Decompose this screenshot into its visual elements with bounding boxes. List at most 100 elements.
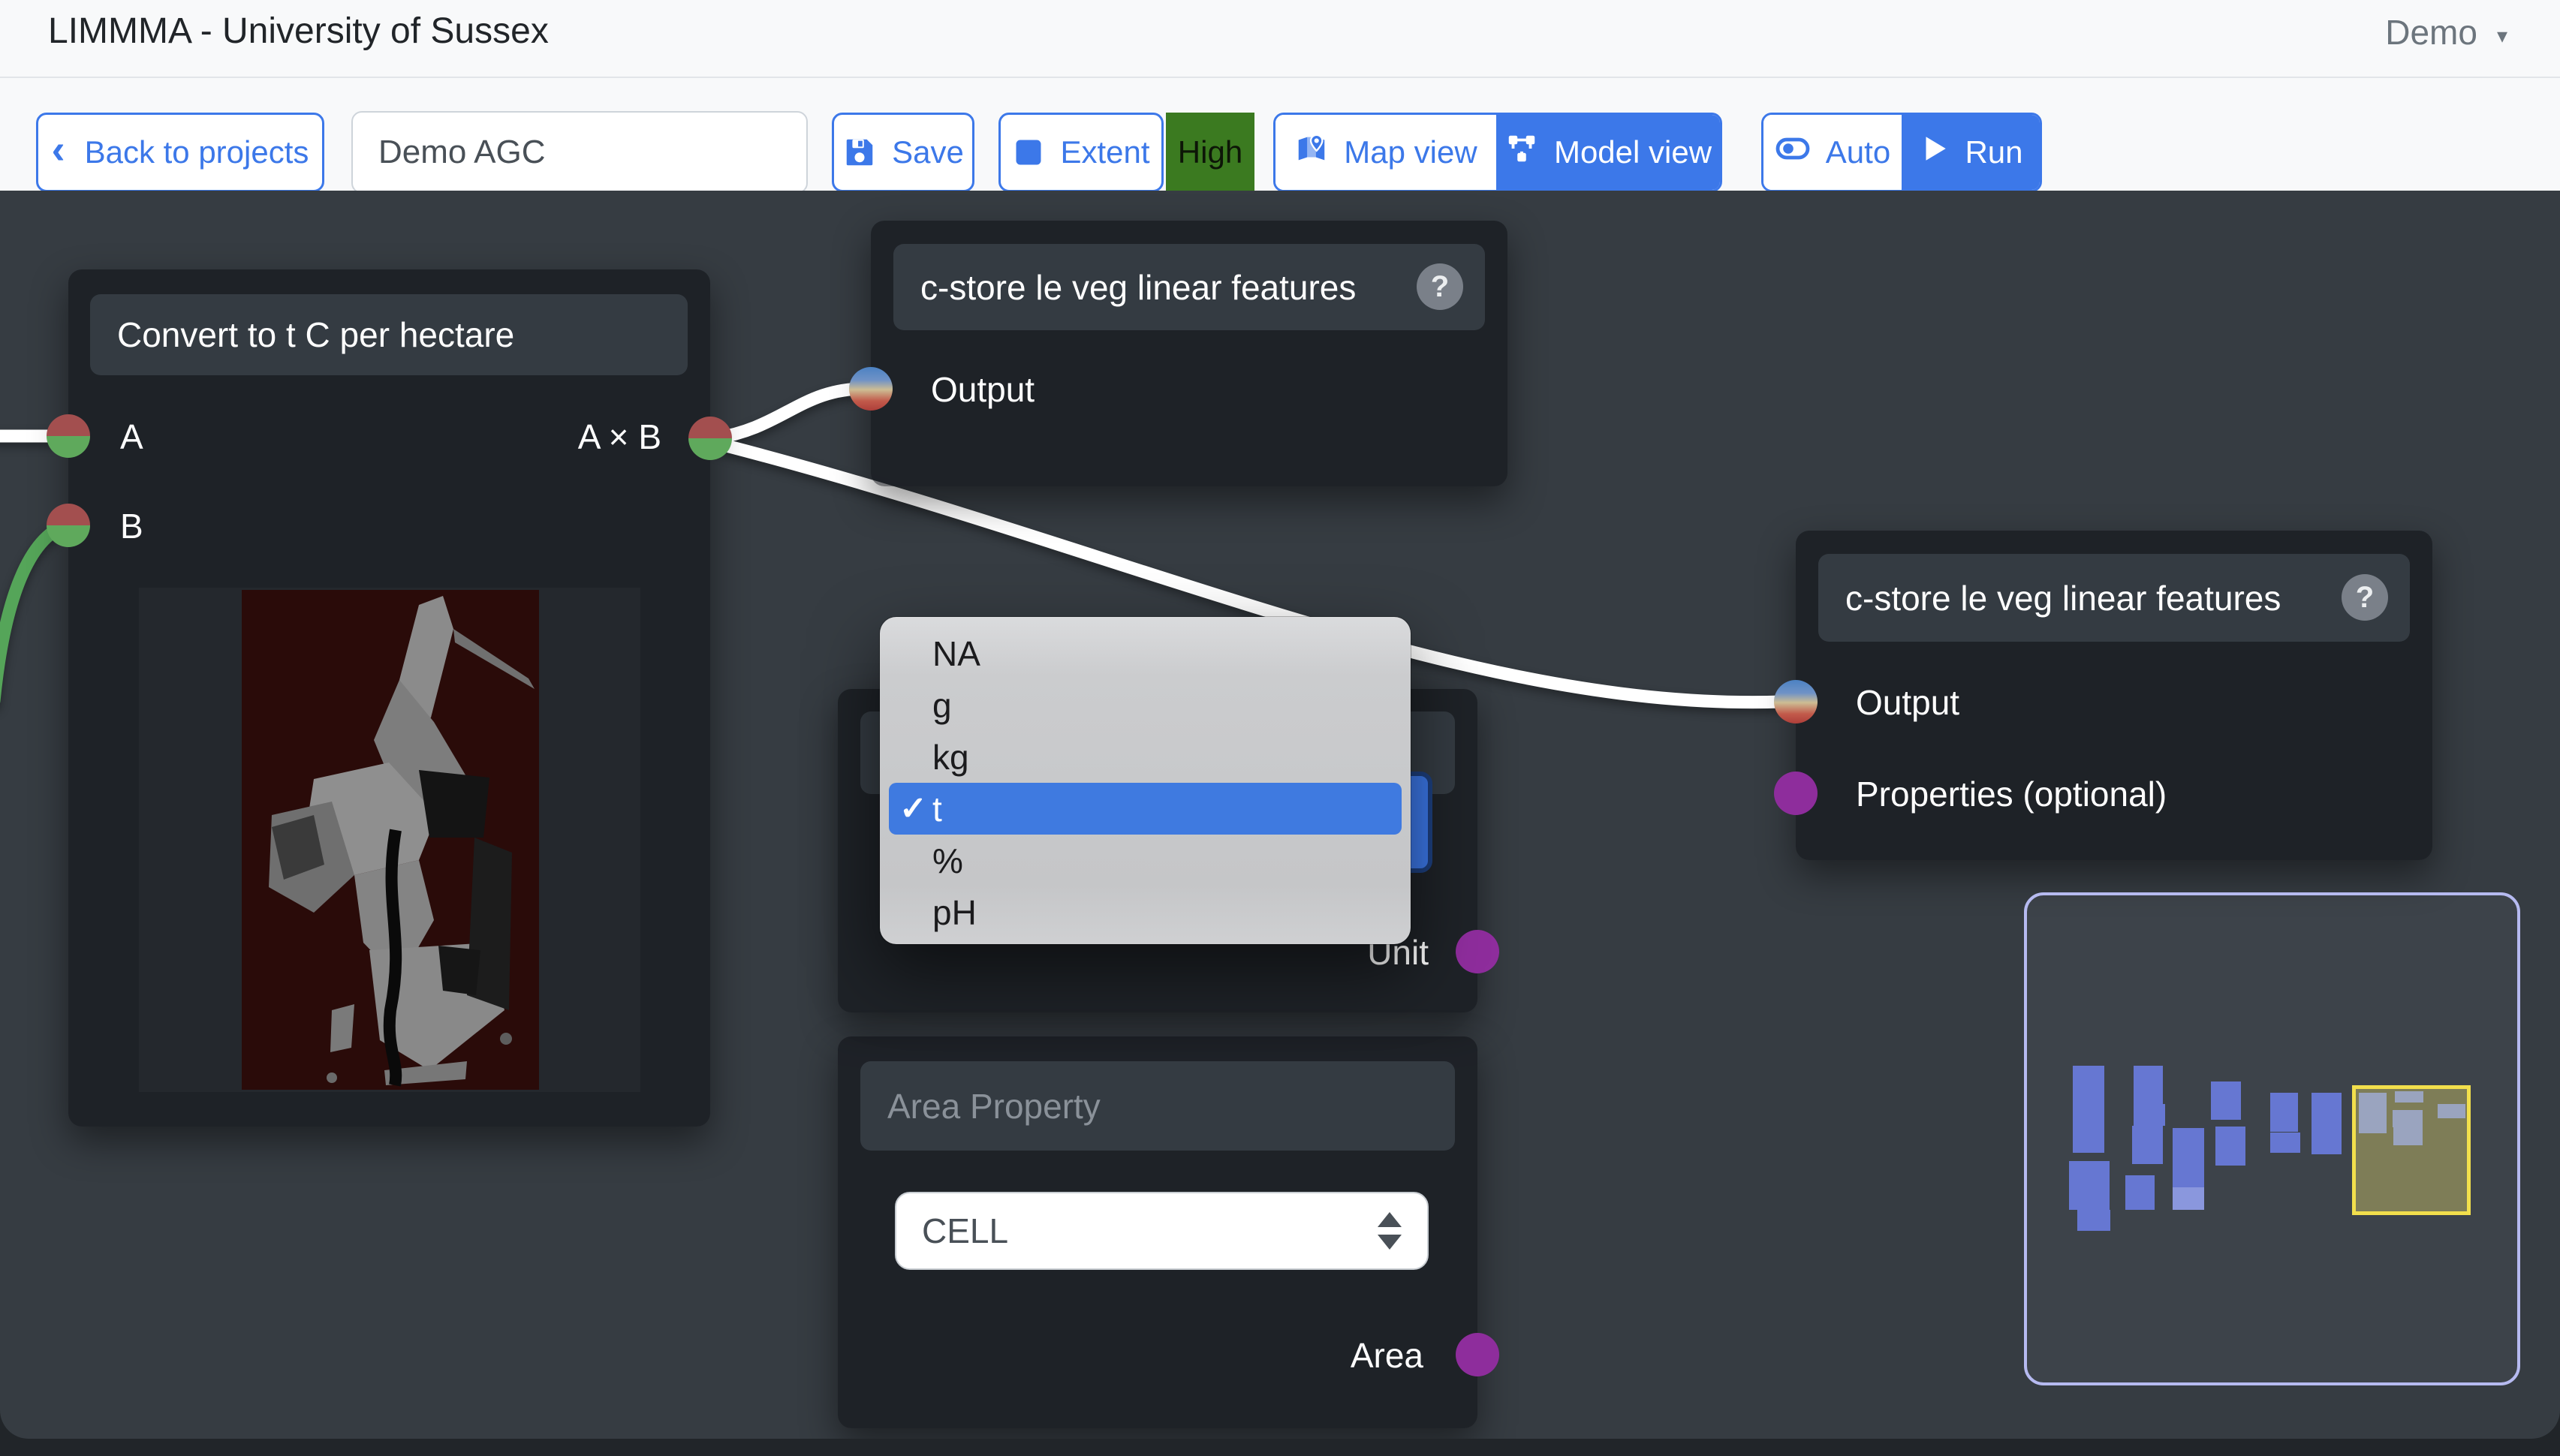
minimap-node-rect xyxy=(2210,1081,2241,1121)
dropdown-option-label: pH xyxy=(932,892,977,932)
minimap-viewport-node-rect xyxy=(2438,1103,2466,1119)
save-icon xyxy=(842,135,877,170)
toggle-icon xyxy=(1775,131,1811,174)
run-button-label: Run xyxy=(1965,134,2023,170)
minimap-node-rect xyxy=(2269,1093,2299,1132)
model-graph-icon xyxy=(1504,131,1539,173)
port-output-raster[interactable] xyxy=(1774,680,1818,723)
dropdown-option-pH[interactable]: pH xyxy=(889,886,1402,938)
area-cell-select-value: CELL xyxy=(922,1211,1009,1250)
project-name-input[interactable] xyxy=(351,111,808,194)
minimap-viewport[interactable] xyxy=(2351,1085,2471,1215)
play-icon xyxy=(1918,133,1950,172)
port-output-raster[interactable] xyxy=(849,367,893,411)
back-button-label: Back to projects xyxy=(84,134,309,170)
page-title: LIMMMA - University of Sussex xyxy=(48,11,549,51)
minimap-node-rect xyxy=(2068,1161,2110,1210)
raster-preview-well xyxy=(139,588,640,1092)
chevron-left-icon: ‹ xyxy=(51,127,65,172)
model-canvas[interactable]: A B A × B xyxy=(0,191,2560,1439)
model-view-label: Model view xyxy=(1553,134,1712,170)
node-cstore-right[interactable]: ? Output Properties (optional) xyxy=(1774,531,2432,860)
port-label-a: A xyxy=(120,417,143,456)
dropdown-option-g[interactable]: g xyxy=(889,679,1402,731)
map-view-label: Map view xyxy=(1344,134,1477,170)
minimap-node-rect xyxy=(2172,1187,2204,1211)
help-icon[interactable]: ? xyxy=(2342,574,2388,621)
dropdown-option-label: kg xyxy=(932,737,969,777)
port-input-b[interactable] xyxy=(47,504,90,547)
minimap-node-rect xyxy=(2134,1104,2166,1126)
port-area[interactable] xyxy=(1456,1333,1499,1376)
dropdown-option-NA[interactable]: NA xyxy=(889,627,1402,679)
minimap-node-rect xyxy=(2125,1175,2155,1210)
extent-icon xyxy=(1012,136,1045,169)
port-input-a[interactable] xyxy=(47,414,90,458)
checkmark-icon: ✓ xyxy=(899,790,927,827)
quality-badge-label: High xyxy=(1177,134,1243,170)
auto-button[interactable]: Auto xyxy=(1763,115,1902,190)
user-menu[interactable]: Demo ▾ xyxy=(2385,12,2507,53)
port-label-area: Area xyxy=(1350,1336,1423,1375)
port-output-axb[interactable] xyxy=(688,417,732,460)
minimap-node-rect xyxy=(2311,1093,2342,1154)
dropdown-option-label: g xyxy=(932,685,952,725)
extent-button[interactable]: Extent xyxy=(998,113,1164,192)
help-icon[interactable]: ? xyxy=(1417,263,1463,310)
chevron-down-icon: ▾ xyxy=(2496,23,2507,47)
node-cstore-top[interactable]: ? Output xyxy=(849,221,1507,486)
dropdown-option-label: NA xyxy=(932,633,980,673)
minimap-viewport-node-rect xyxy=(2393,1127,2423,1145)
minimap[interactable] xyxy=(2024,892,2520,1385)
area-property-input[interactable] xyxy=(860,1061,1455,1151)
back-to-projects-button[interactable]: ‹ Back to projects xyxy=(36,113,324,192)
minimap-node-rect xyxy=(2134,1066,2163,1105)
minimap-node-rect xyxy=(2215,1127,2245,1166)
dropdown-option-%[interactable]: % xyxy=(889,835,1402,886)
minimap-viewport-node-rect xyxy=(2392,1109,2423,1127)
quality-badge: High xyxy=(1166,113,1254,192)
extent-button-label: Extent xyxy=(1060,134,1150,170)
wire-axb-to-top-output xyxy=(708,382,875,445)
port-label-properties: Properties (optional) xyxy=(1856,775,2167,814)
minimap-node-rect xyxy=(2132,1125,2163,1164)
minimap-node-rect xyxy=(2077,1209,2110,1232)
node-area[interactable]: CELL Area xyxy=(838,1036,1499,1428)
port-label-output: Output xyxy=(931,370,1035,409)
dropdown-option-t[interactable]: ✓t xyxy=(889,783,1402,835)
save-button-label: Save xyxy=(892,134,964,170)
node-cstore-right-title-input[interactable] xyxy=(1818,554,2410,642)
header-divider xyxy=(0,77,2560,78)
minimap-viewport-node-rect xyxy=(2359,1092,2387,1133)
model-view-button[interactable]: Model view xyxy=(1496,115,1720,190)
node-convert[interactable]: A B A × B xyxy=(47,269,732,1127)
select-arrows-icon xyxy=(1378,1212,1402,1250)
node-cstore-top-title-input[interactable] xyxy=(893,244,1485,330)
user-menu-label: Demo xyxy=(2385,13,2477,52)
minimap-node-rect xyxy=(2073,1066,2105,1153)
view-toggle-group: Map view Model view xyxy=(1273,113,1722,192)
map-view-button[interactable]: Map view xyxy=(1275,115,1496,190)
port-label-output: Output xyxy=(1856,683,1960,722)
minimap-viewport-node-rect xyxy=(2394,1091,2424,1103)
port-properties[interactable] xyxy=(1774,772,1818,815)
auto-run-group: Auto Run xyxy=(1761,113,2042,192)
wire-input-b xyxy=(0,519,73,703)
dropdown-option-label: % xyxy=(932,841,963,880)
minimap-node-rect xyxy=(2269,1133,2301,1153)
port-label-b: B xyxy=(120,507,143,546)
minimap-node-rect xyxy=(2172,1128,2205,1189)
node-convert-title-input[interactable] xyxy=(90,294,688,375)
port-unit[interactable] xyxy=(1456,930,1499,973)
dropdown-option-kg[interactable]: kg xyxy=(889,731,1402,783)
run-button[interactable]: Run xyxy=(1902,115,2040,190)
top-bar: LIMMMA - University of Sussex Demo ▾ ‹ B… xyxy=(0,0,2560,194)
area-cell-select[interactable]: CELL xyxy=(895,1192,1429,1270)
port-label-axb: A × B xyxy=(577,417,661,456)
save-button[interactable]: Save xyxy=(832,113,974,192)
auto-button-label: Auto xyxy=(1825,134,1891,170)
map-icon xyxy=(1294,131,1329,173)
raster-preview-image xyxy=(242,590,539,1090)
dropdown-option-label: t xyxy=(932,789,942,829)
